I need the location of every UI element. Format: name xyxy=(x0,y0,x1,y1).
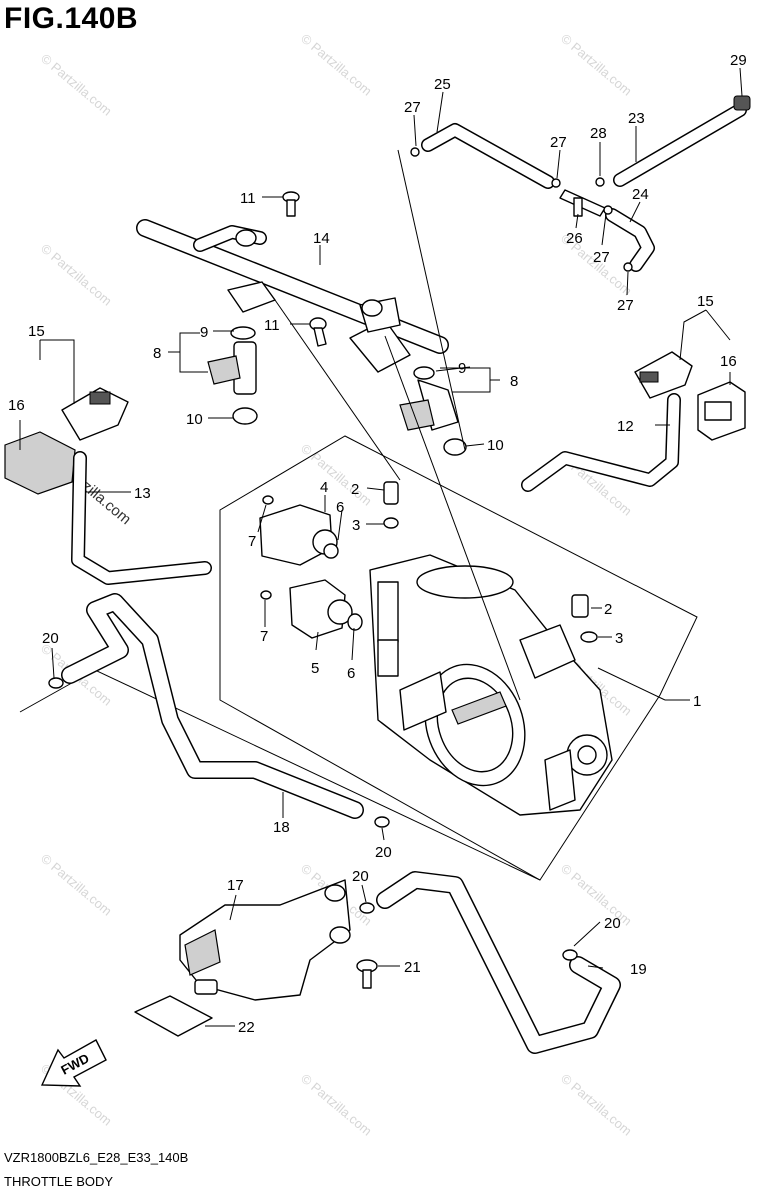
callout-label: 5 xyxy=(311,660,319,677)
callout-label: 3 xyxy=(615,630,623,647)
callout-label: 2 xyxy=(604,601,612,618)
callout-label: 24 xyxy=(632,186,649,203)
throttle-position-sensor xyxy=(259,504,339,566)
leader-lines xyxy=(19,67,743,1027)
callout-label: 20 xyxy=(352,868,369,885)
callout-label: 7 xyxy=(248,533,256,550)
sensor-cover-right xyxy=(697,381,746,441)
diagram-code: VZR1800BZL6_E28_E33_140B xyxy=(4,1150,189,1165)
callout-label: 9 xyxy=(200,324,208,341)
bolt-icon xyxy=(356,959,378,989)
watermark: © Partzilla.com xyxy=(558,1071,635,1139)
callout-label: 27 xyxy=(404,99,421,116)
callout-label: 18 xyxy=(273,819,290,836)
bolt-icon xyxy=(309,317,327,347)
callout-label: 29 xyxy=(730,52,747,69)
sensor-bolt-icon xyxy=(383,481,598,643)
callout-label: 6 xyxy=(347,665,355,682)
callout-label: 28 xyxy=(590,125,607,142)
sensor-cover-left xyxy=(4,431,76,495)
callout-label: 11 xyxy=(264,317,280,334)
fuel-injector-right xyxy=(399,366,467,456)
callout-label: 14 xyxy=(313,230,330,247)
throttle-body xyxy=(369,554,613,816)
callout-label: 13 xyxy=(134,485,151,502)
watermark: © Partzilla.com xyxy=(38,241,115,309)
watermark: © Partzilla.com xyxy=(298,31,375,99)
watermark: © Partzilla.com xyxy=(298,1071,375,1139)
callout-label: 10 xyxy=(186,411,203,428)
watermark: © Partzilla.com xyxy=(38,851,115,919)
callout-label: 20 xyxy=(42,630,59,647)
callout-label: 4 xyxy=(320,479,328,496)
callout-label: 21 xyxy=(404,959,421,976)
callout-label: 9 xyxy=(458,360,466,377)
hose-25 xyxy=(421,123,555,189)
callout-label: 23 xyxy=(628,110,645,127)
callout-label: 2 xyxy=(351,481,359,498)
callout-label: 8 xyxy=(153,345,161,362)
map-sensor-right xyxy=(634,351,693,399)
clamp-icon xyxy=(48,677,578,961)
watermark: © Partzilla.com xyxy=(38,51,115,119)
callout-label: 25 xyxy=(434,76,451,93)
hose-12 xyxy=(521,393,681,492)
callout-label: 1 xyxy=(693,693,701,710)
callout-label: 20 xyxy=(375,844,392,861)
diagram-caption: THROTTLE BODY xyxy=(4,1174,114,1189)
callout-label: 22 xyxy=(238,1019,255,1036)
hose-23 xyxy=(613,95,751,187)
clamp-icon xyxy=(410,147,633,272)
hose-19 xyxy=(376,871,621,1054)
callout-label: 6 xyxy=(336,499,344,516)
callout-label: 27 xyxy=(593,249,610,266)
callout-label: 16 xyxy=(720,353,737,370)
secondary-throttle-sensor xyxy=(289,579,363,639)
fuel-injector-left xyxy=(207,326,258,425)
callout-label: 15 xyxy=(697,293,714,310)
callout-label: 3 xyxy=(352,517,360,534)
callout-label: 10 xyxy=(487,437,504,454)
callout-label: 7 xyxy=(260,628,268,645)
hose-24 xyxy=(605,208,655,272)
figure-title: FIG.140B xyxy=(4,2,139,35)
fwd-arrow-icon: FWD xyxy=(40,1039,107,1087)
callout-label: 8 xyxy=(510,373,518,390)
callout-label: 19 xyxy=(630,961,647,978)
screw-icon xyxy=(260,495,274,600)
callout-label: 16 xyxy=(8,397,25,414)
hose-18 xyxy=(61,593,364,819)
idle-speed-valve xyxy=(179,879,351,1001)
t-joint-26 xyxy=(559,189,606,217)
watermark: © Partzilla.com xyxy=(558,861,635,929)
fuel-rail xyxy=(136,219,449,373)
callout-label: 15 xyxy=(28,323,45,340)
callout-label: 27 xyxy=(550,134,567,151)
callout-label: 11 xyxy=(240,190,256,207)
hose-13 xyxy=(71,451,212,585)
watermarks: © Partzilla.com © Partzilla.com © Partzi… xyxy=(38,31,635,1139)
watermark: © Partzilla.com xyxy=(558,31,635,99)
pad-22 xyxy=(134,995,213,1037)
callout-label: 12 xyxy=(617,418,634,435)
callout-label: 26 xyxy=(566,230,583,247)
callout-label: 27 xyxy=(617,297,634,314)
throttle-body-assembly-outline xyxy=(219,435,698,881)
map-sensor-left xyxy=(61,387,129,441)
callout-label: 17 xyxy=(227,877,244,894)
bolt-icon xyxy=(282,191,300,217)
callout-label: 20 xyxy=(604,915,621,932)
callout-numbers: 1 2 2 3 3 4 5 6 6 7 7 8 8 9 9 10 10 11 1… xyxy=(8,52,747,1036)
